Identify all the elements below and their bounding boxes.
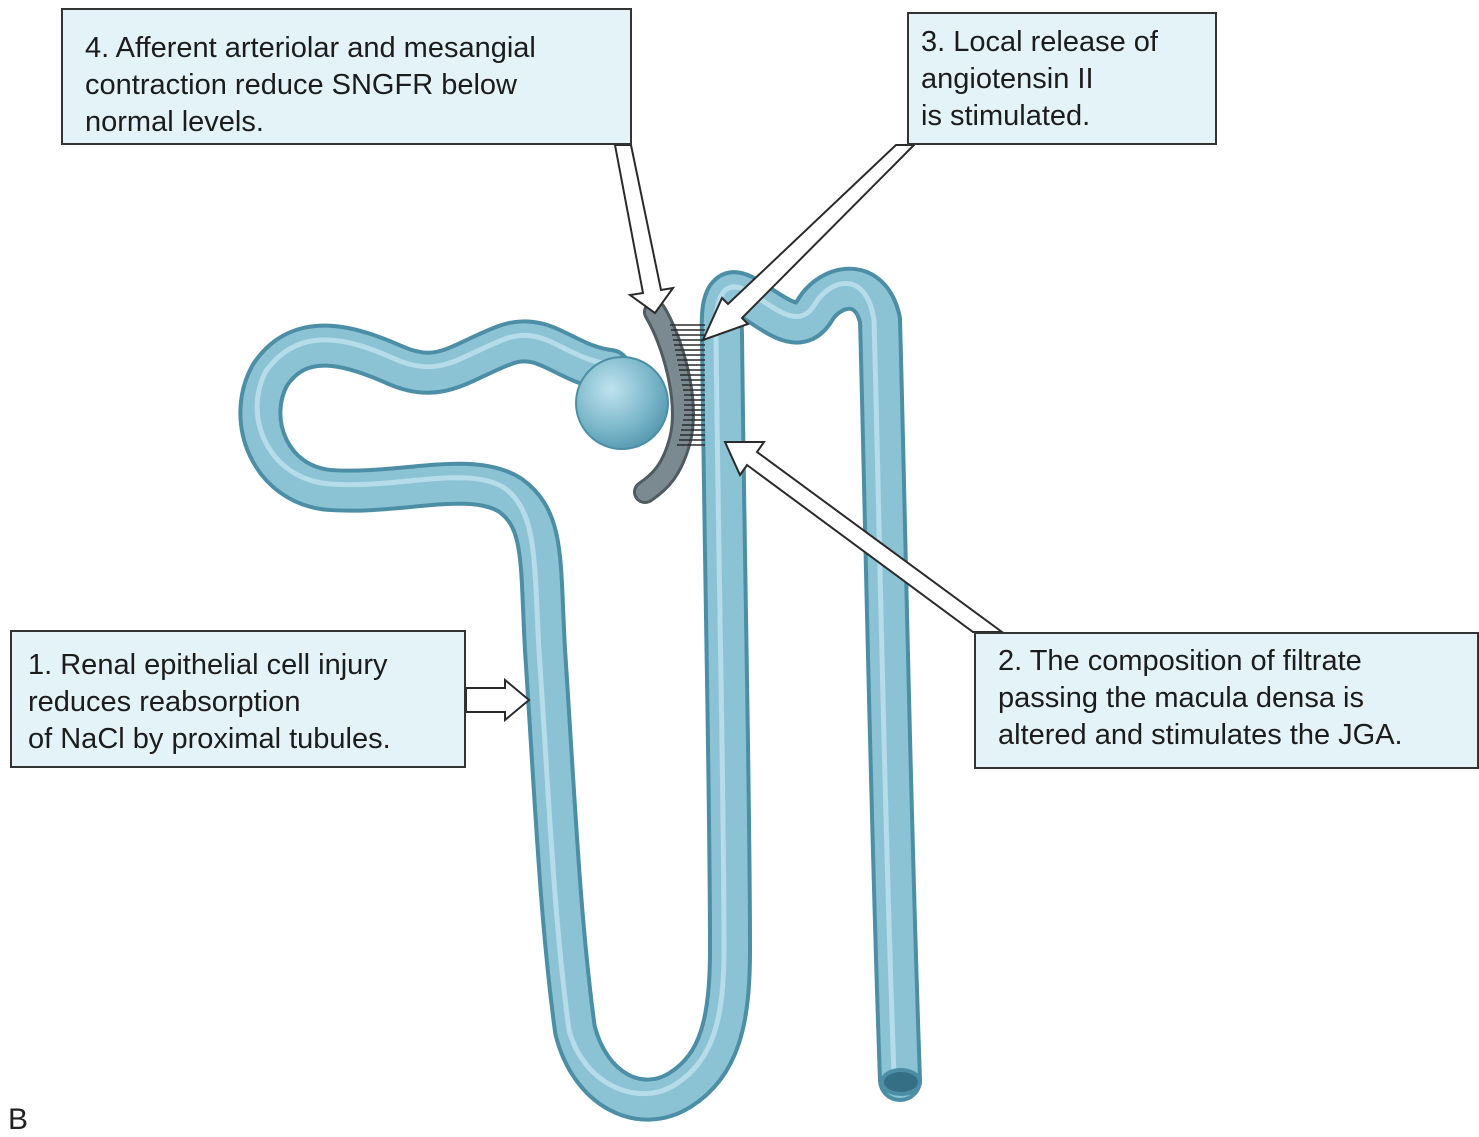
callout-step-4: 4. Afferent arteriolar and mesangial con… <box>61 8 632 145</box>
callout-step-1: 1. Renal epithelial cell injury reduces … <box>10 630 466 768</box>
callout-step-2: 2. The composition of filtrate passing t… <box>974 632 1479 769</box>
arrow-step1 <box>466 680 529 720</box>
callout-step-3: 3. Local release of angiotensin II is st… <box>907 12 1217 145</box>
callout-step-4-line-1: 4. Afferent arteriolar and mesangial <box>85 30 630 67</box>
callout-step-1-line-3: of NaCl by proximal tubules. <box>28 721 464 758</box>
arrow-step4 <box>615 145 673 313</box>
callout-step-4-line-2: contraction reduce SNGFR below <box>85 67 630 104</box>
callout-step-2-line-3: altered and stimulates the JGA. <box>998 717 1477 754</box>
glomerulus <box>576 357 668 449</box>
callout-step-1-line-2: reduces reabsorption <box>28 684 464 721</box>
panel-label: B <box>8 1103 28 1137</box>
callout-step-4-line-3: normal levels. <box>85 104 630 141</box>
callout-step-3-line-2: angiotensin II <box>921 61 1215 98</box>
callout-step-1-line-1: 1. Renal epithelial cell injury <box>28 647 464 684</box>
callout-step-2-line-2: passing the macula densa is <box>998 680 1477 717</box>
callout-step-3-line-3: is stimulated. <box>921 98 1215 135</box>
tubule-end-opening <box>882 1070 920 1094</box>
callout-step-3-line-1: 3. Local release of <box>921 24 1215 61</box>
callout-step-2-line-1: 2. The composition of filtrate <box>998 643 1477 680</box>
